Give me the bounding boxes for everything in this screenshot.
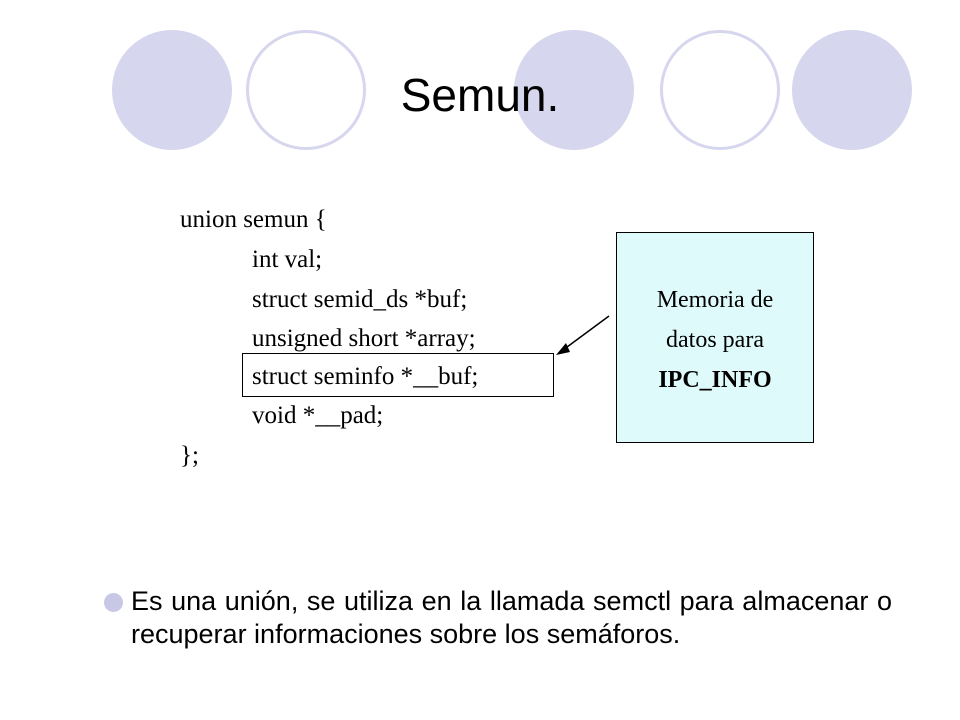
code-line-4: unsigned short *array; xyxy=(252,325,476,352)
decor-circle-4 xyxy=(660,30,780,150)
decor-circle-1 xyxy=(112,30,232,150)
bullet-dot-icon xyxy=(104,593,123,612)
code-line-6: void *__pad; xyxy=(252,402,384,429)
code-line-7: }; xyxy=(180,442,199,469)
code-line-5: struct seminfo *__buf; xyxy=(252,363,479,390)
code-line-1: union semun { xyxy=(180,206,327,233)
decor-circle-5 xyxy=(792,30,912,150)
highlight-box xyxy=(242,353,554,397)
note-box: Memoria de datos para IPC_INFO xyxy=(616,232,814,443)
code-line-3: struct semid_ds *buf; xyxy=(252,286,468,313)
bullet-text: Es una unión, se utiliza en la llamada s… xyxy=(131,586,892,649)
decor-circle-2 xyxy=(246,30,366,150)
code-line-2: int val; xyxy=(252,246,323,273)
note-line-1: Memoria de xyxy=(656,287,774,313)
decor-circle-3 xyxy=(514,30,634,150)
slide-title: Semun. xyxy=(400,69,560,121)
note-line-3: IPC_INFO xyxy=(658,367,772,393)
note-line-2: datos para xyxy=(666,327,764,353)
